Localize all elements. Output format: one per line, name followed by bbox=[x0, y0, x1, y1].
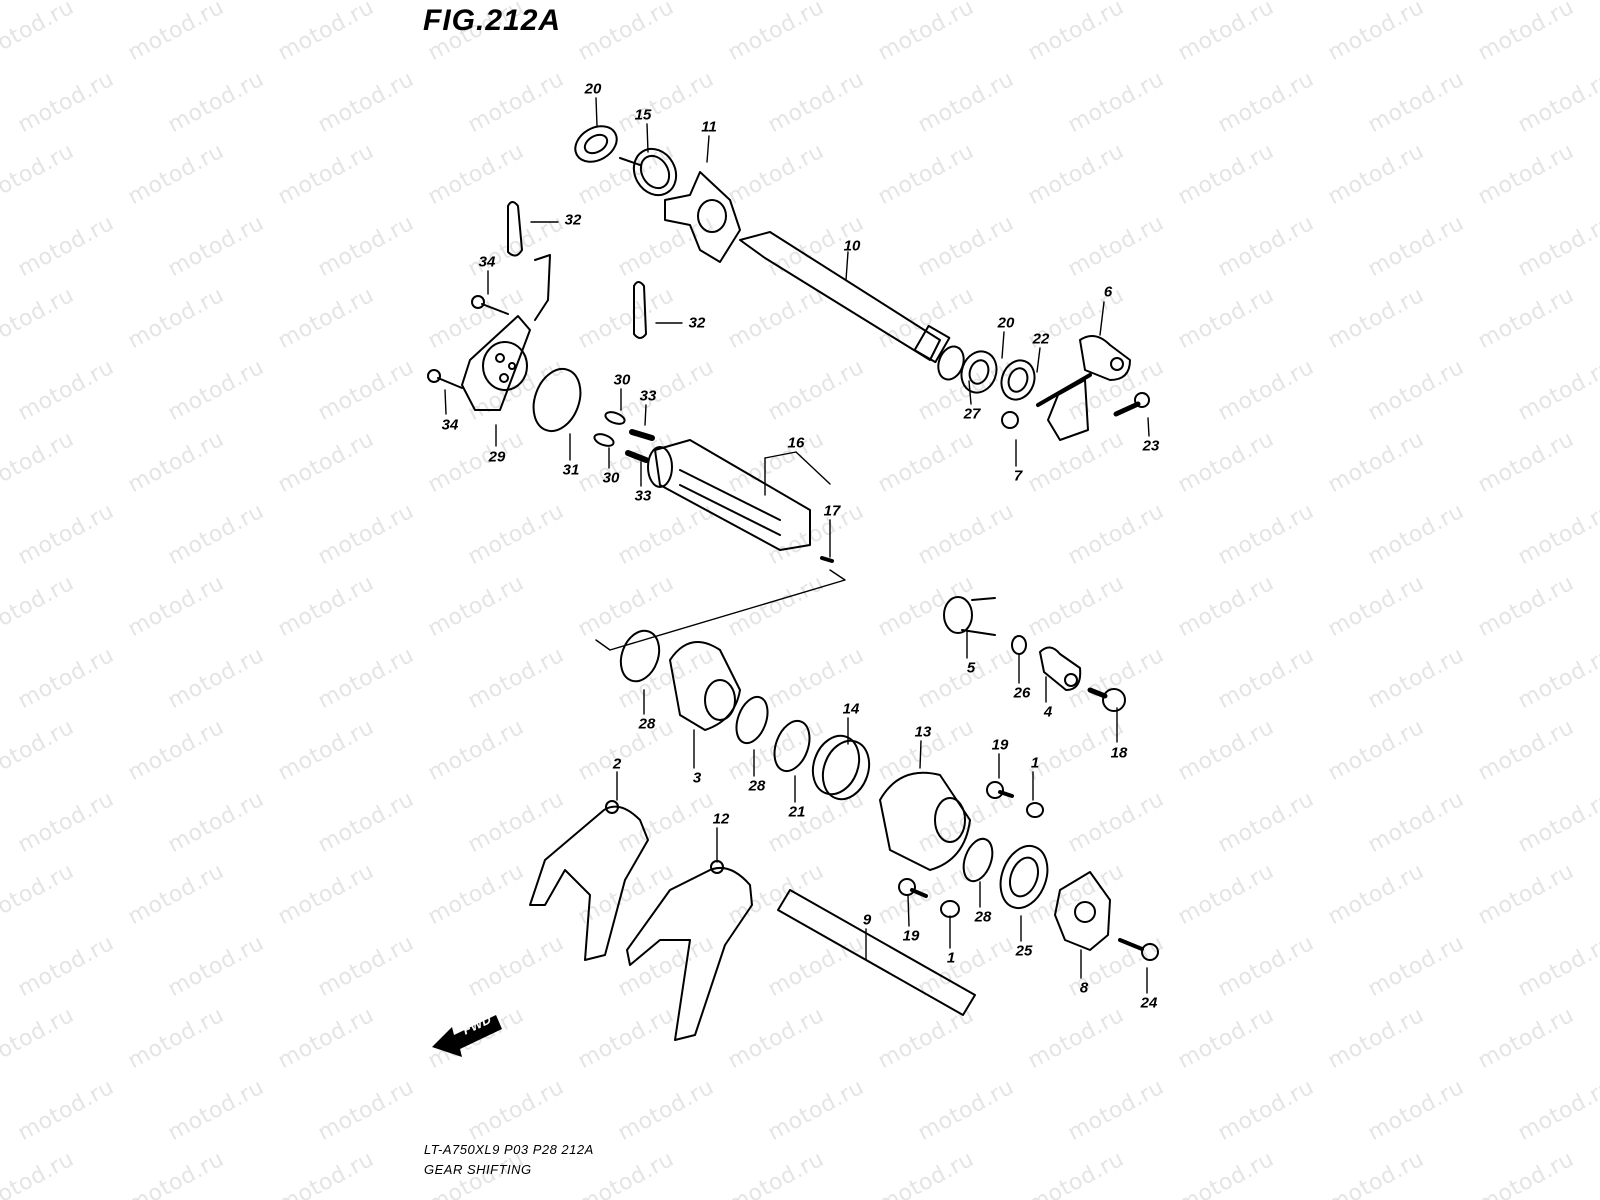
callout-32: 32 bbox=[564, 211, 582, 229]
callout-20: 20 bbox=[584, 80, 602, 98]
part-pin-17 bbox=[820, 556, 834, 563]
callout-23: 23 bbox=[1142, 437, 1160, 455]
part-spring-5 bbox=[943, 596, 996, 636]
callout-24: 24 bbox=[1140, 994, 1158, 1012]
callout-1: 1 bbox=[946, 949, 956, 967]
callout-9: 9 bbox=[862, 911, 872, 929]
callout-30: 30 bbox=[602, 469, 620, 487]
callout-28: 28 bbox=[748, 777, 766, 795]
part-stopper-4 bbox=[1039, 646, 1082, 691]
figure-footer: LT-A750XL9 P03 P28 212A GEAR SHIFTING bbox=[424, 1140, 594, 1180]
part-fork-shaft-9 bbox=[777, 889, 976, 1016]
part-washer-20a bbox=[574, 125, 618, 163]
callout-34: 34 bbox=[478, 253, 496, 271]
callout-18: 18 bbox=[1110, 744, 1128, 762]
callout-30: 30 bbox=[613, 371, 631, 389]
part-bolt-18 bbox=[1087, 687, 1126, 712]
part-bolt-19b bbox=[898, 878, 928, 898]
callout-7: 7 bbox=[1013, 467, 1023, 485]
callout-33: 33 bbox=[634, 487, 652, 505]
part-washer-20b bbox=[960, 350, 998, 394]
callout-6: 6 bbox=[1103, 283, 1113, 301]
callout-21: 21 bbox=[788, 803, 806, 821]
callout-15: 15 bbox=[634, 106, 652, 124]
part-washer-26 bbox=[1011, 635, 1027, 655]
callout-25: 25 bbox=[1015, 942, 1033, 960]
callout-17: 17 bbox=[823, 502, 841, 520]
part-gearshift-lever-6 bbox=[1036, 335, 1131, 441]
part-shift-drum-16 bbox=[647, 439, 811, 551]
callout-13: 13 bbox=[914, 723, 932, 741]
part-return-spring-15 bbox=[619, 147, 678, 197]
part-nut-7 bbox=[1001, 411, 1019, 429]
part-cam-guide-13 bbox=[879, 771, 971, 871]
callout-31: 31 bbox=[562, 461, 580, 479]
part-circlip-28c bbox=[962, 837, 994, 883]
part-washer-1a bbox=[1026, 802, 1044, 818]
figure-title: FIG.212A bbox=[423, 4, 562, 37]
model-code: LT-A750XL9 P03 P28 212A bbox=[424, 1142, 594, 1157]
leader-lines bbox=[444, 97, 1150, 994]
callout-10: 10 bbox=[843, 237, 861, 255]
part-o-ring-31 bbox=[532, 368, 582, 432]
part-washer-21 bbox=[773, 719, 811, 773]
part-bearing-25 bbox=[999, 845, 1049, 909]
callout-27: 27 bbox=[963, 405, 981, 423]
callout-16: 16 bbox=[787, 434, 805, 452]
callout-8: 8 bbox=[1079, 979, 1089, 997]
part-fork-12 bbox=[626, 860, 753, 1041]
callout-11: 11 bbox=[701, 118, 717, 136]
callout-5: 5 bbox=[966, 659, 976, 677]
part-cover-29 bbox=[461, 254, 551, 411]
callout-34: 34 bbox=[441, 416, 459, 434]
callout-4: 4 bbox=[1043, 703, 1053, 721]
part-pin-30b bbox=[593, 433, 615, 447]
part-bolt-24 bbox=[1118, 938, 1159, 961]
callout-20: 20 bbox=[997, 314, 1015, 332]
callout-28: 28 bbox=[974, 908, 992, 926]
callout-2: 2 bbox=[612, 755, 622, 773]
callout-1: 1 bbox=[1030, 754, 1040, 772]
callout-22: 22 bbox=[1032, 330, 1050, 348]
callout-29: 29 bbox=[488, 448, 506, 466]
part-pin-32b bbox=[633, 281, 647, 339]
part-washer-1b bbox=[940, 900, 960, 918]
callout-28: 28 bbox=[638, 715, 656, 733]
part-bolt-34b bbox=[427, 369, 463, 389]
part-bolt-34a bbox=[471, 295, 509, 315]
forward-arrow-icon bbox=[432, 1015, 502, 1057]
figure-caption: GEAR SHIFTING bbox=[424, 1162, 532, 1177]
callout-26: 26 bbox=[1013, 684, 1031, 702]
callout-12: 12 bbox=[712, 810, 730, 828]
fwd-arrow-indicator: FWD bbox=[430, 1005, 510, 1060]
part-bolt-19a bbox=[986, 781, 1014, 799]
part-pin-32a bbox=[507, 201, 523, 257]
callout-3: 3 bbox=[692, 769, 702, 787]
callout-33: 33 bbox=[639, 387, 657, 405]
part-pin-30a bbox=[604, 411, 626, 425]
part-circlip-28b bbox=[735, 695, 769, 745]
part-shift-shaft-10 bbox=[739, 231, 951, 364]
callout-32: 32 bbox=[688, 314, 706, 332]
part-spring-14 bbox=[811, 734, 871, 801]
part-circlip-28a bbox=[619, 629, 661, 683]
part-spring-33a bbox=[629, 429, 655, 441]
part-spring-33b bbox=[625, 450, 649, 463]
part-bearing-22 bbox=[1000, 359, 1036, 401]
part-fork-2 bbox=[529, 800, 649, 961]
part-drum-gear-8 bbox=[1054, 871, 1111, 951]
callout-19: 19 bbox=[991, 736, 1009, 754]
callout-19: 19 bbox=[902, 927, 920, 945]
part-bolt-23 bbox=[1113, 392, 1150, 417]
part-cam-3 bbox=[669, 641, 741, 731]
part-oil-seal-27 bbox=[937, 345, 965, 381]
callout-14: 14 bbox=[842, 700, 860, 718]
part-shift-arm-11 bbox=[664, 171, 741, 263]
